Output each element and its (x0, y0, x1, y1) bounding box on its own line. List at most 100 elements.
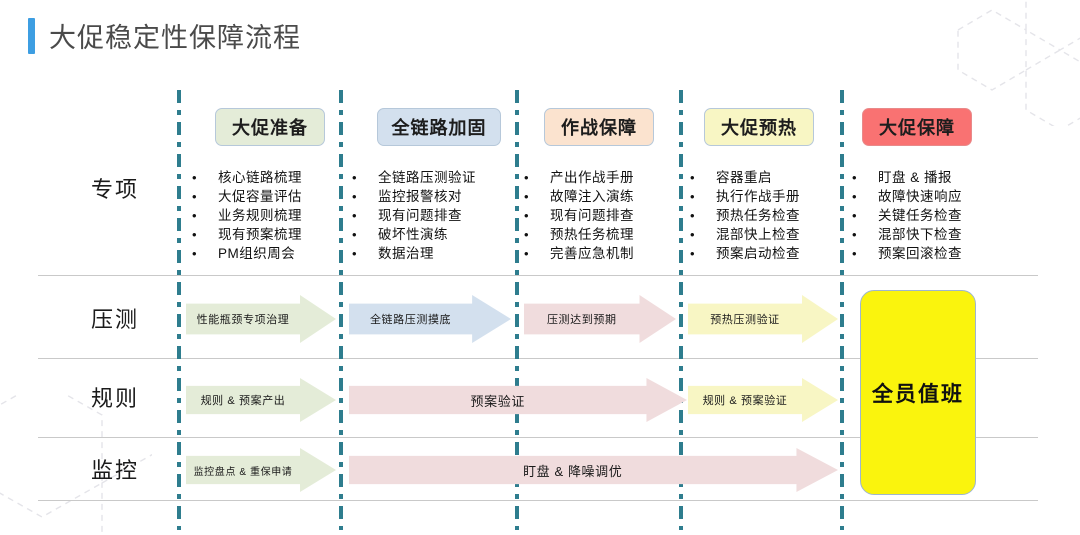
phase-chip-label: 大促保障 (879, 118, 955, 138)
stress-arrow-label: 预热压测验证 (710, 314, 780, 326)
list-item-label: 全链路压测验证 (378, 170, 476, 185)
bullet-glyph: • (524, 208, 529, 223)
bullet-glyph: • (192, 170, 197, 185)
list-item: • 故障注入演练 (524, 187, 634, 206)
list-item-label: 预案回滚检查 (878, 246, 962, 261)
list-item-label: 容器重启 (716, 170, 772, 185)
bullet-column-4: • 容器重启 • 执行作战手册 • 预热任务检查 • 混部快上检查 • 预案启动检查 (690, 168, 800, 263)
list-item-label: 现有问题排查 (378, 208, 462, 223)
rule-arrow-1[interactable]: 规则 & 预案产出 (186, 378, 336, 422)
list-item: • 业务规则梳理 (192, 206, 302, 225)
rule-arrow-label: 规则 & 预案验证 (702, 395, 788, 407)
phase-chip-1[interactable]: 大促准备 (215, 108, 325, 146)
bullet-glyph: • (524, 189, 529, 204)
list-item: • 预热任务梳理 (524, 225, 634, 244)
list-item-label: 混部快上检查 (716, 227, 800, 242)
bullet-glyph: • (192, 246, 197, 261)
rule-arrow-label: 预案验证 (470, 393, 525, 409)
list-item-label: 预案启动检查 (716, 246, 800, 261)
monitor-arrow-label: 盯盘 & 降噪调优 (523, 463, 623, 479)
bullet-glyph: • (524, 246, 529, 261)
list-item: •盯盘 & 播报 (852, 168, 962, 187)
row-divider (38, 437, 1038, 438)
list-item-label: 业务规则梳理 (218, 208, 302, 223)
rule-arrow-label: 规则 & 预案产出 (200, 395, 286, 407)
list-item-label: 预热任务梳理 (550, 227, 634, 242)
stress-arrow-3[interactable]: 压测达到预期 (524, 295, 676, 343)
list-item: • 数据治理 (352, 244, 476, 263)
monitor-arrow-label: 监控盘点 & 重保申请 (193, 466, 293, 478)
stress-arrow-label: 性能瓶颈专项治理 (196, 314, 290, 326)
bullet-column-5: •盯盘 & 播报 •故障快速响应 •关键任务检查 •混部快下检查 •预案回滚检查 (852, 168, 962, 263)
column-divider (339, 90, 343, 530)
stress-arrow-4[interactable]: 预热压测验证 (688, 295, 838, 343)
list-item-label: 产出作战手册 (550, 170, 634, 185)
bullet-glyph: • (690, 208, 695, 223)
bullet-glyph: • (192, 189, 197, 204)
list-item: • 执行作战手册 (690, 187, 800, 206)
stress-arrow-2[interactable]: 全链路压测摸底 (349, 295, 511, 343)
list-item-label: 现有预案梳理 (218, 227, 302, 242)
bullet-glyph: • (352, 246, 357, 261)
bullet-glyph: • (524, 227, 529, 242)
phase-chip-4[interactable]: 大促预热 (704, 108, 814, 146)
list-item: • 混部快上检查 (690, 225, 800, 244)
bullet-glyph: • (192, 208, 197, 223)
bullet-glyph: • (852, 227, 857, 242)
list-item-label: 大促容量评估 (218, 189, 302, 204)
phase-chip-5[interactable]: 大促保障 (862, 108, 972, 146)
list-item-label: 故障注入演练 (550, 189, 634, 204)
duty-box[interactable]: 全员值班 (860, 290, 976, 495)
phase-chip-label: 大促准备 (232, 118, 308, 138)
bullet-glyph: • (352, 208, 357, 223)
list-item: •现有问题排查 (524, 206, 634, 225)
row-label-special: 专项 (90, 177, 139, 202)
bullet-glyph: • (352, 189, 357, 204)
list-item: • 完善应急机制 (524, 244, 634, 263)
bullet-glyph: • (852, 246, 857, 261)
bullet-glyph: • (690, 170, 695, 185)
bullet-glyph: • (352, 170, 357, 185)
bullet-column-2: •全链路压测验证 •监控报警核对 •现有问题排查 •破坏性演练 •数据治理 (352, 168, 476, 263)
stress-arrow-1[interactable]: 性能瓶颈专项治理 (186, 295, 336, 343)
page-title: 大促稳定性保障流程 (28, 16, 301, 55)
column-divider (840, 90, 844, 530)
process-diagram: 大促准备 全链路加固 作战保障 大促预热 大促保障 专项 压测 规则 监控 •核… (0, 90, 1080, 535)
monitor-arrow-1[interactable]: 监控盘点 & 重保申请 (186, 448, 336, 492)
rule-arrow-3[interactable]: 规则 & 预案验证 (688, 378, 838, 422)
phase-chip-2[interactable]: 全链路加固 (377, 108, 501, 146)
duty-box-label: 全员值班 (872, 382, 964, 406)
list-item: •现有预案梳理 (192, 225, 302, 244)
list-item-label: 关键任务检查 (878, 208, 962, 223)
list-item: • 预热任务检查 (690, 206, 800, 225)
column-divider (679, 90, 683, 530)
list-item-label: 完善应急机制 (550, 246, 634, 261)
list-item-label: PM组织周会 (218, 246, 296, 261)
bullet-glyph: • (852, 208, 857, 223)
list-item-label: 执行作战手册 (716, 189, 800, 204)
stress-arrow-label: 压测达到预期 (546, 314, 617, 326)
bullet-glyph: • (690, 189, 695, 204)
row-label-rule: 规则 (90, 386, 139, 411)
bullet-column-1: • 核心链路梳理 • 大促容量评估 • 业务规则梳理 •现有预案梳理 • PM组织周会 (192, 168, 302, 263)
bullet-glyph: • (690, 227, 695, 242)
phase-chip-label: 作战保障 (561, 118, 637, 138)
list-item: •故障快速响应 (852, 187, 962, 206)
bullet-glyph: • (352, 227, 357, 242)
phase-chip-3[interactable]: 作战保障 (544, 108, 654, 146)
title-accent-bar (28, 17, 35, 54)
list-item-label: 预热任务检查 (716, 208, 800, 223)
monitor-arrow-2[interactable]: 盯盘 & 降噪调优 (349, 448, 838, 492)
list-item-label: 核心链路梳理 (218, 170, 302, 185)
list-item-label: 数据治理 (378, 246, 434, 261)
list-item: • 关键任务检查 (852, 206, 962, 225)
list-item: • 产出作战手册 (524, 168, 634, 187)
bullet-column-3: • 产出作战手册 • 故障注入演练 •现有问题排查 • 预热任务梳理 • 完善应急机制 (524, 168, 634, 263)
bullet-glyph: • (852, 170, 857, 185)
list-item: •混部快下检查 (852, 225, 962, 244)
list-item: • 全链路压测验证 (352, 168, 476, 187)
bullet-glyph: • (524, 170, 529, 185)
row-label-monitor: 监控 (90, 458, 139, 483)
list-item: • 容器重启 (690, 168, 800, 187)
list-item-label: 故障快速响应 (878, 189, 962, 204)
